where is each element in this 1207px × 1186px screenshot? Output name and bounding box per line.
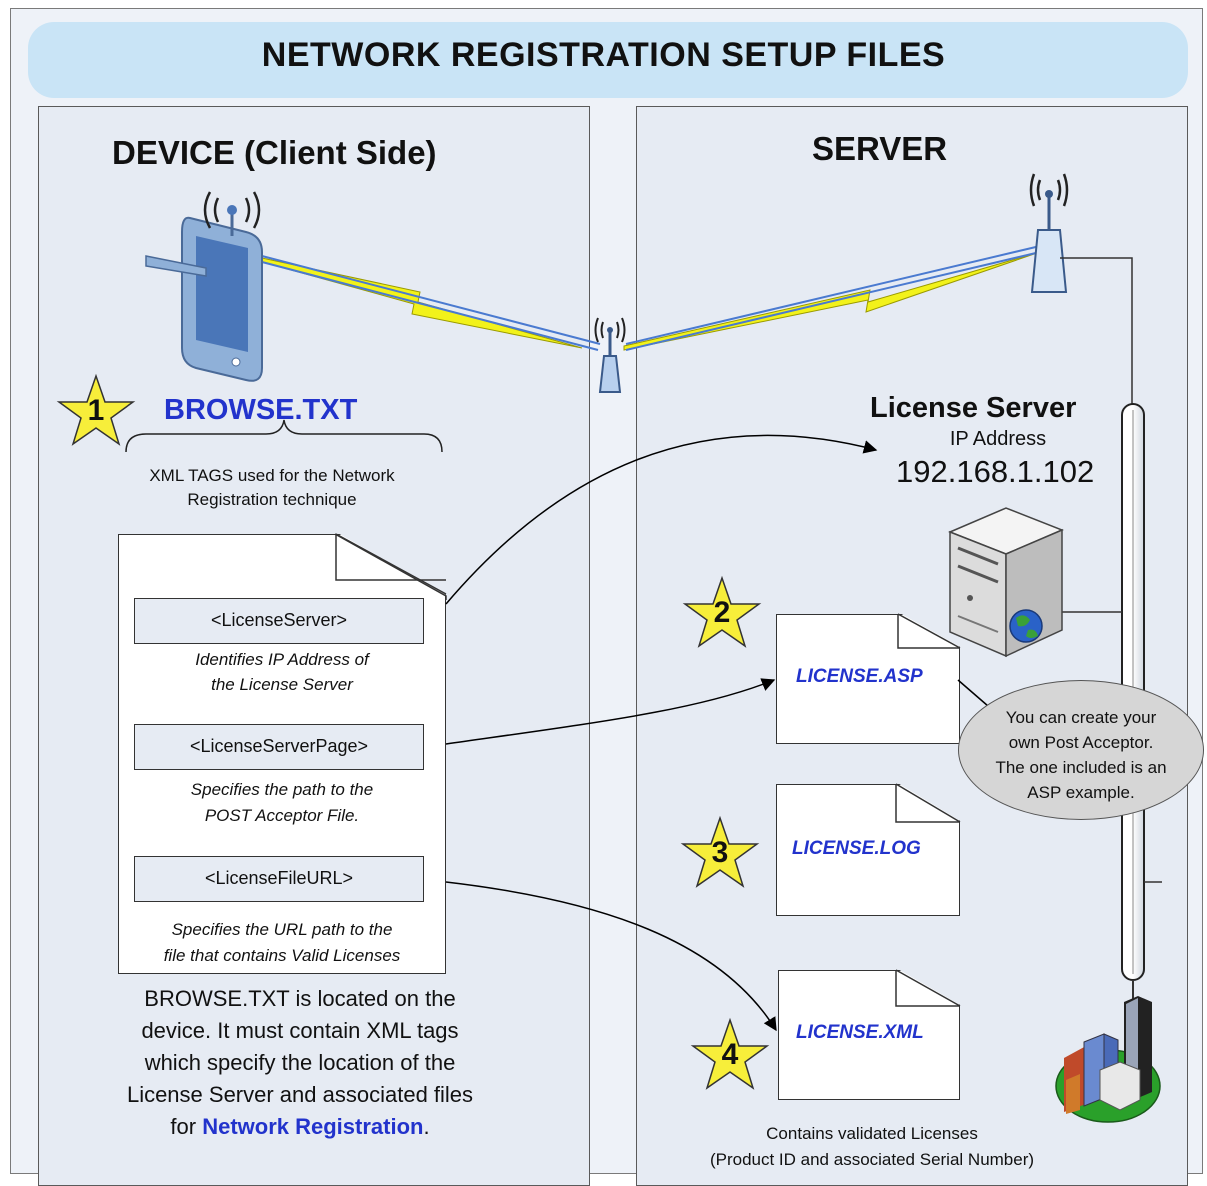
step-4-number: 4 xyxy=(721,1038,739,1071)
step-4-star-icon xyxy=(690,1017,770,1090)
server-tower-icon xyxy=(948,507,1064,658)
server-antenna-icon xyxy=(1029,173,1133,404)
brace-caption-line-2: Registration technique xyxy=(187,490,357,509)
document-fold-corners xyxy=(334,532,962,1007)
callout-line-1: You can create your xyxy=(1005,708,1157,727)
license-xml-document xyxy=(778,970,960,1100)
server-panel-title: SERVER xyxy=(812,130,948,167)
browse-brace xyxy=(125,419,443,453)
step-2-star-icon xyxy=(682,575,762,648)
license-server-tag-desc-1: Identifies IP Address of xyxy=(195,650,369,669)
arrow-to-license-xml xyxy=(445,881,777,1032)
ip-address-value: 192.168.1.102 xyxy=(896,454,1095,489)
browse-txt-label: BROWSE.TXT xyxy=(164,394,358,426)
connector-arrows xyxy=(445,434,989,1032)
license-xml-caption-2: (Product ID and associated Serial Number… xyxy=(709,1150,1035,1169)
step-2-number: 2 xyxy=(713,596,731,629)
wireless-link-lines xyxy=(261,245,1041,351)
browse-note-line-3: which specify the location of the xyxy=(144,1050,456,1075)
middle-antenna-icon xyxy=(594,317,626,393)
license-file-url-tag-desc-2: file that contains Valid Licenses xyxy=(163,946,401,965)
post-acceptor-callout-text: You can create your own Post Acceptor. T… xyxy=(958,705,1204,805)
browse-note-line-5: for Network Registration. xyxy=(60,1114,540,1140)
license-xml-label: LICENSE.XML xyxy=(796,1022,924,1043)
star-icons xyxy=(56,373,770,1090)
ip-address-label: IP Address xyxy=(949,428,1047,450)
arrow-to-license-asp xyxy=(445,678,776,745)
license-server-page-tag-desc-1: Specifies the path to the xyxy=(190,780,374,799)
step-1-number: 1 xyxy=(87,394,105,427)
tablet-device-icon xyxy=(145,191,263,382)
city-buildings-icon xyxy=(1055,996,1161,1123)
license-log-document xyxy=(776,784,960,916)
license-server-page-tag: <LicenseServerPage> xyxy=(134,724,424,770)
callout-line-4: ASP example. xyxy=(1027,783,1135,802)
step-1-star-icon xyxy=(56,373,136,446)
arrow-to-license-server xyxy=(445,434,878,605)
brace-caption-line-1: XML TAGS used for the Network xyxy=(149,466,395,485)
browse-note-suffix: . xyxy=(423,1114,430,1139)
diagram-title: NETWORK REGISTRATION SETUP FILES xyxy=(261,36,946,74)
license-server-title: License Server xyxy=(870,392,1077,424)
license-file-url-tag-desc-1: Specifies the URL path to the xyxy=(171,920,393,939)
license-server-tag-desc-2: the License Server xyxy=(211,675,353,694)
browse-note-prefix: for xyxy=(170,1114,203,1139)
network-registration-link[interactable]: Network Registration xyxy=(202,1114,424,1139)
license-server-page-tag-desc-2: POST Acceptor File. xyxy=(204,806,360,825)
browse-note-line-4: License Server and associated files xyxy=(126,1082,474,1107)
step-3-star-icon xyxy=(680,815,760,888)
title-banner xyxy=(28,22,1188,98)
license-server-tag: <LicenseServer> xyxy=(134,598,424,644)
callout-line-3: The one included is an xyxy=(995,758,1167,777)
license-asp-document xyxy=(776,614,960,744)
license-file-url-tag: <LicenseFileURL> xyxy=(134,856,424,902)
browse-note-line-2: device. It must contain XML tags xyxy=(141,1018,459,1043)
license-asp-label: LICENSE.ASP xyxy=(796,666,923,687)
device-panel-title: DEVICE (Client Side) xyxy=(112,134,437,171)
callout-line-2: own Post Acceptor. xyxy=(1008,733,1154,752)
license-xml-caption-1: Contains validated Licenses xyxy=(766,1124,978,1143)
browse-note-line-1: BROWSE.TXT is located on the xyxy=(144,986,456,1011)
license-log-label: LICENSE.LOG xyxy=(792,838,921,859)
post-acceptor-callout xyxy=(958,680,1204,820)
callout-pointer xyxy=(957,679,989,707)
step-3-number: 3 xyxy=(711,836,729,869)
